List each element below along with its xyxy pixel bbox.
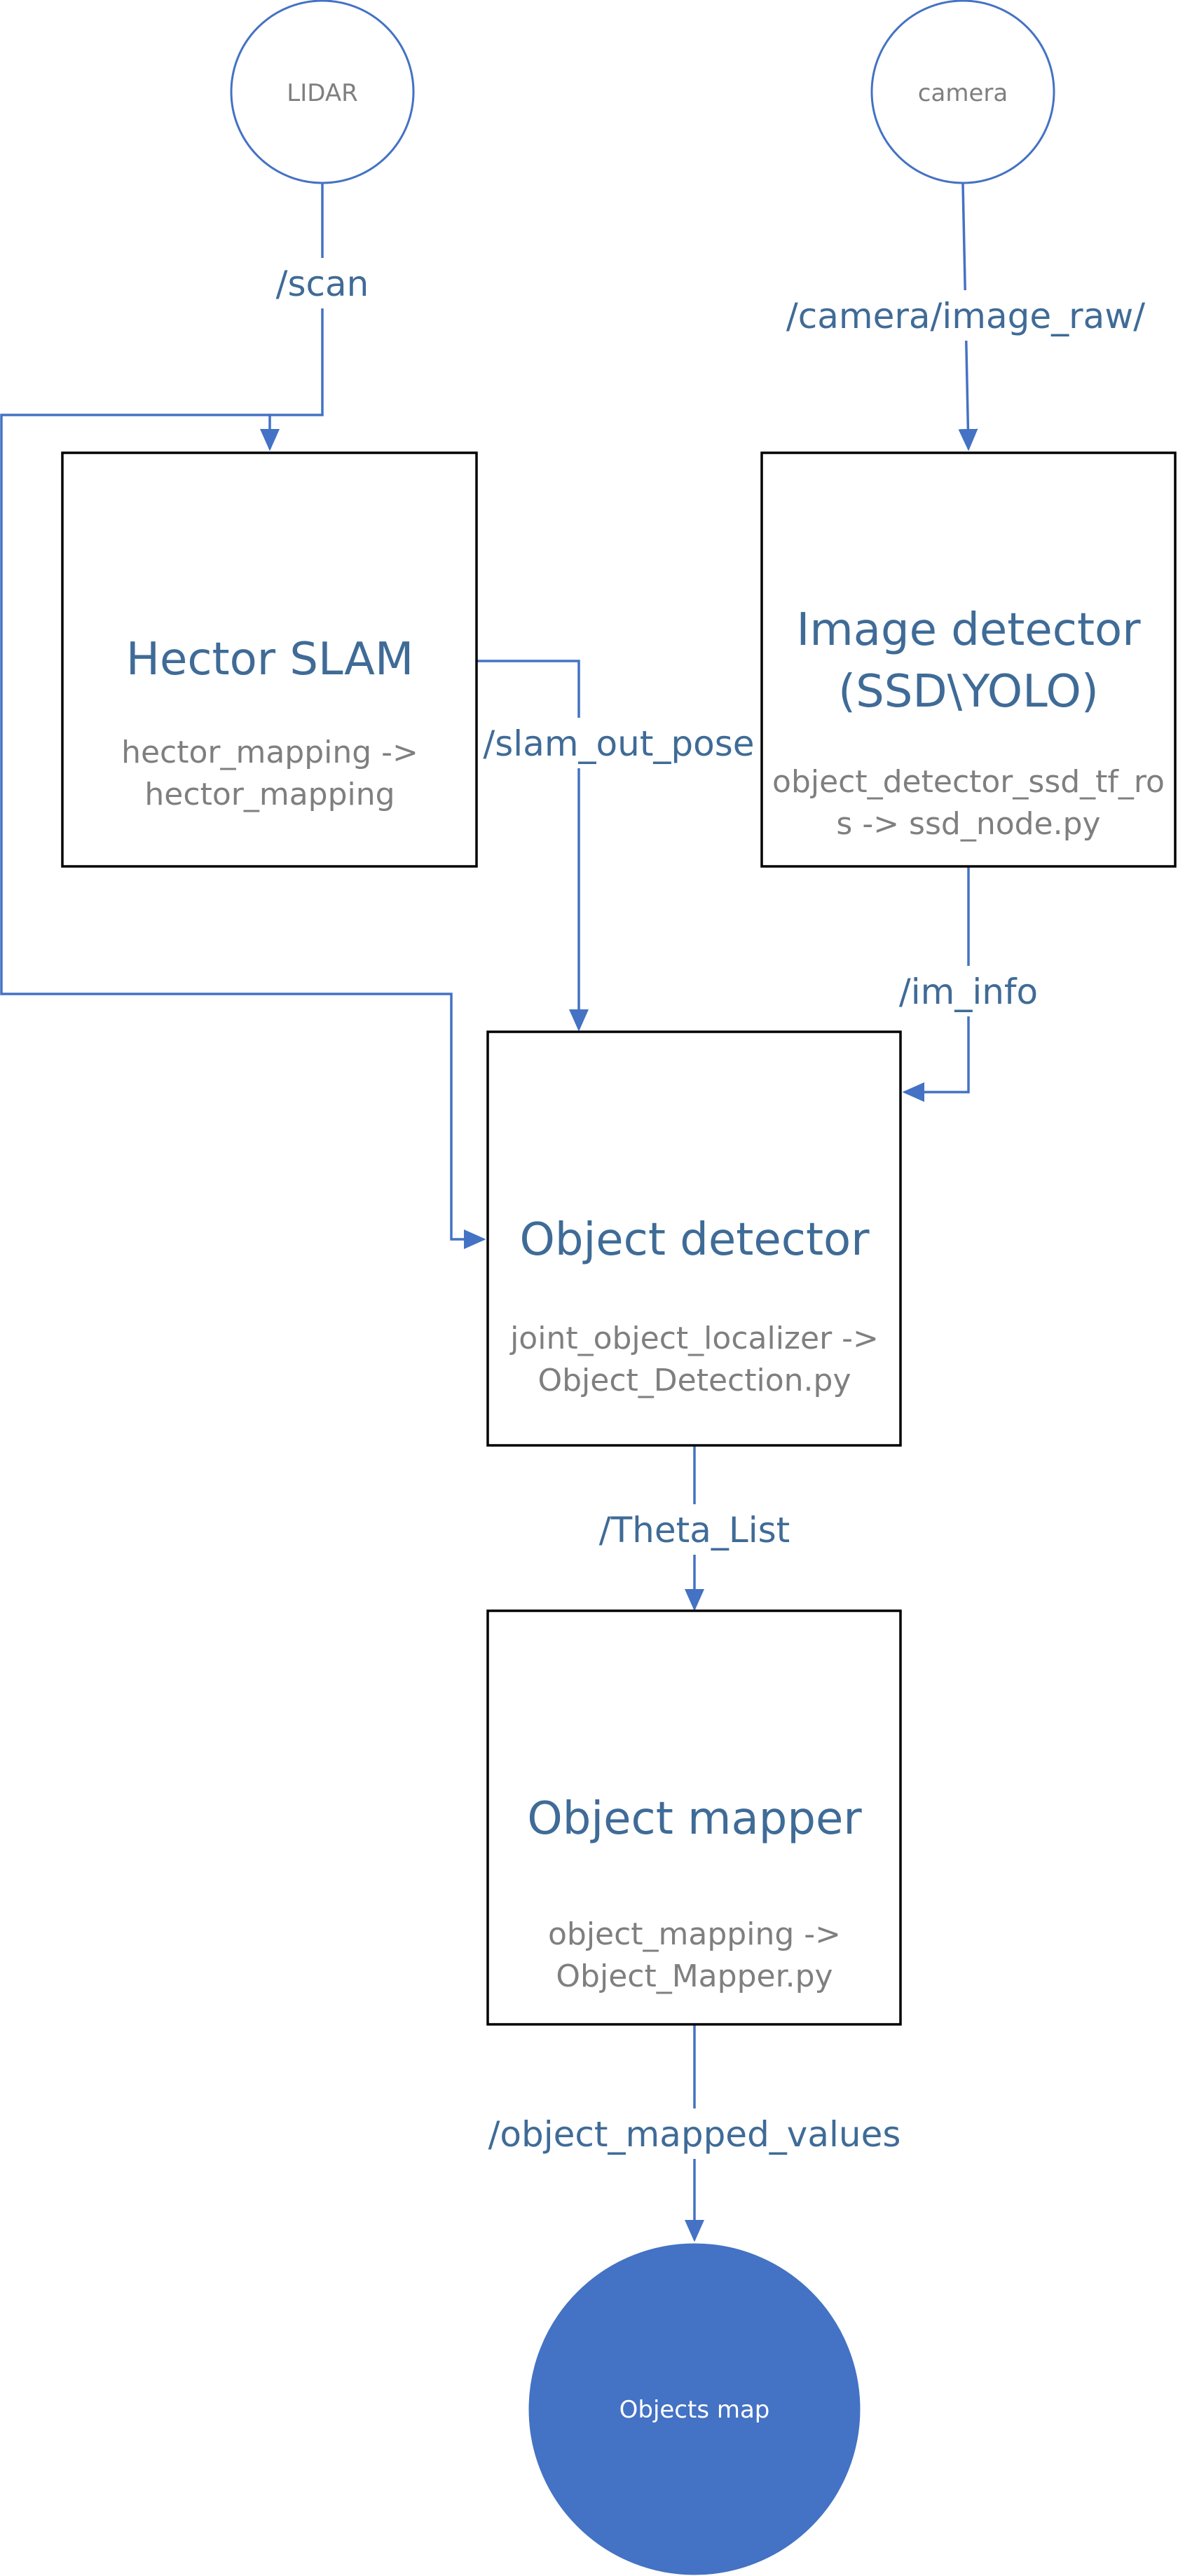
image-detector-title-2: (SSD\YOLO) (838, 666, 1099, 718)
edge-im-info (902, 866, 970, 1102)
object-detector-node: Object detector joint_object_localizer -… (486, 1030, 902, 1447)
topic-camera-image-raw-label: /camera/image_raw/ (783, 290, 1151, 341)
object-detector-title: Object detector (520, 1214, 870, 1266)
objects-map-node: Objects map (528, 2243, 861, 2575)
topic-im-info-label: /im_info (898, 966, 1039, 1016)
topic-slam-out-pose-label: /slam_out_pose (483, 718, 755, 768)
hector-slam-node: Hector SLAM hector_mapping -> hector_map… (61, 451, 478, 868)
hector-slam-subtitle-1: hector_mapping -> (121, 735, 418, 770)
image-detector-title-1: Image detector (797, 604, 1142, 656)
svg-text:/Theta_List: /Theta_List (599, 1510, 790, 1551)
svg-text:/slam_out_pose: /slam_out_pose (483, 723, 754, 764)
edge-slam-out-pose (477, 660, 589, 1032)
image-detector-subtitle-2: s -> ssd_node.py (836, 806, 1100, 842)
hector-slam-subtitle-2: hector_mapping (144, 777, 395, 812)
object-mapper-title: Object mapper (527, 1793, 862, 1845)
svg-text:/im_info: /im_info (899, 972, 1038, 1012)
hector-slam-title: Hector SLAM (126, 634, 413, 686)
object-detector-subtitle-2: Object_Detection.py (537, 1363, 851, 1398)
lidar-node: LIDAR (230, 0, 415, 184)
object-mapper-node: Object mapper object_mapping -> Object_M… (486, 1609, 902, 2026)
topic-theta-list-label: /Theta_List (596, 1504, 793, 1555)
lidar-label: LIDAR (287, 79, 357, 107)
camera-label: camera (918, 79, 1008, 107)
object-mapper-subtitle-1: object_mapping -> (548, 1916, 841, 1952)
svg-text:/object_mapped_values: /object_mapped_values (488, 2114, 901, 2155)
edge-scan-to-object-detector (0, 414, 486, 1249)
image-detector-subtitle-1: object_detector_ssd_tf_ro (772, 764, 1165, 800)
image-detector-node: Image detector (SSD\YOLO) object_detecto… (760, 451, 1177, 868)
topic-scan-label: /scan (269, 258, 376, 308)
edge-scan-to-hector-slam (260, 184, 324, 451)
svg-text:/camera/image_raw/: /camera/image_raw/ (786, 296, 1145, 336)
topic-object-mapped-values-label: /object_mapped_values (488, 2108, 901, 2159)
camera-node: camera (870, 0, 1055, 184)
object-mapper-subtitle-2: Object_Mapper.py (556, 1958, 833, 1994)
object-detector-subtitle-1: joint_object_localizer -> (509, 1321, 879, 1356)
svg-text:/scan: /scan (276, 264, 369, 304)
objects-map-label: Objects map (619, 2396, 770, 2424)
